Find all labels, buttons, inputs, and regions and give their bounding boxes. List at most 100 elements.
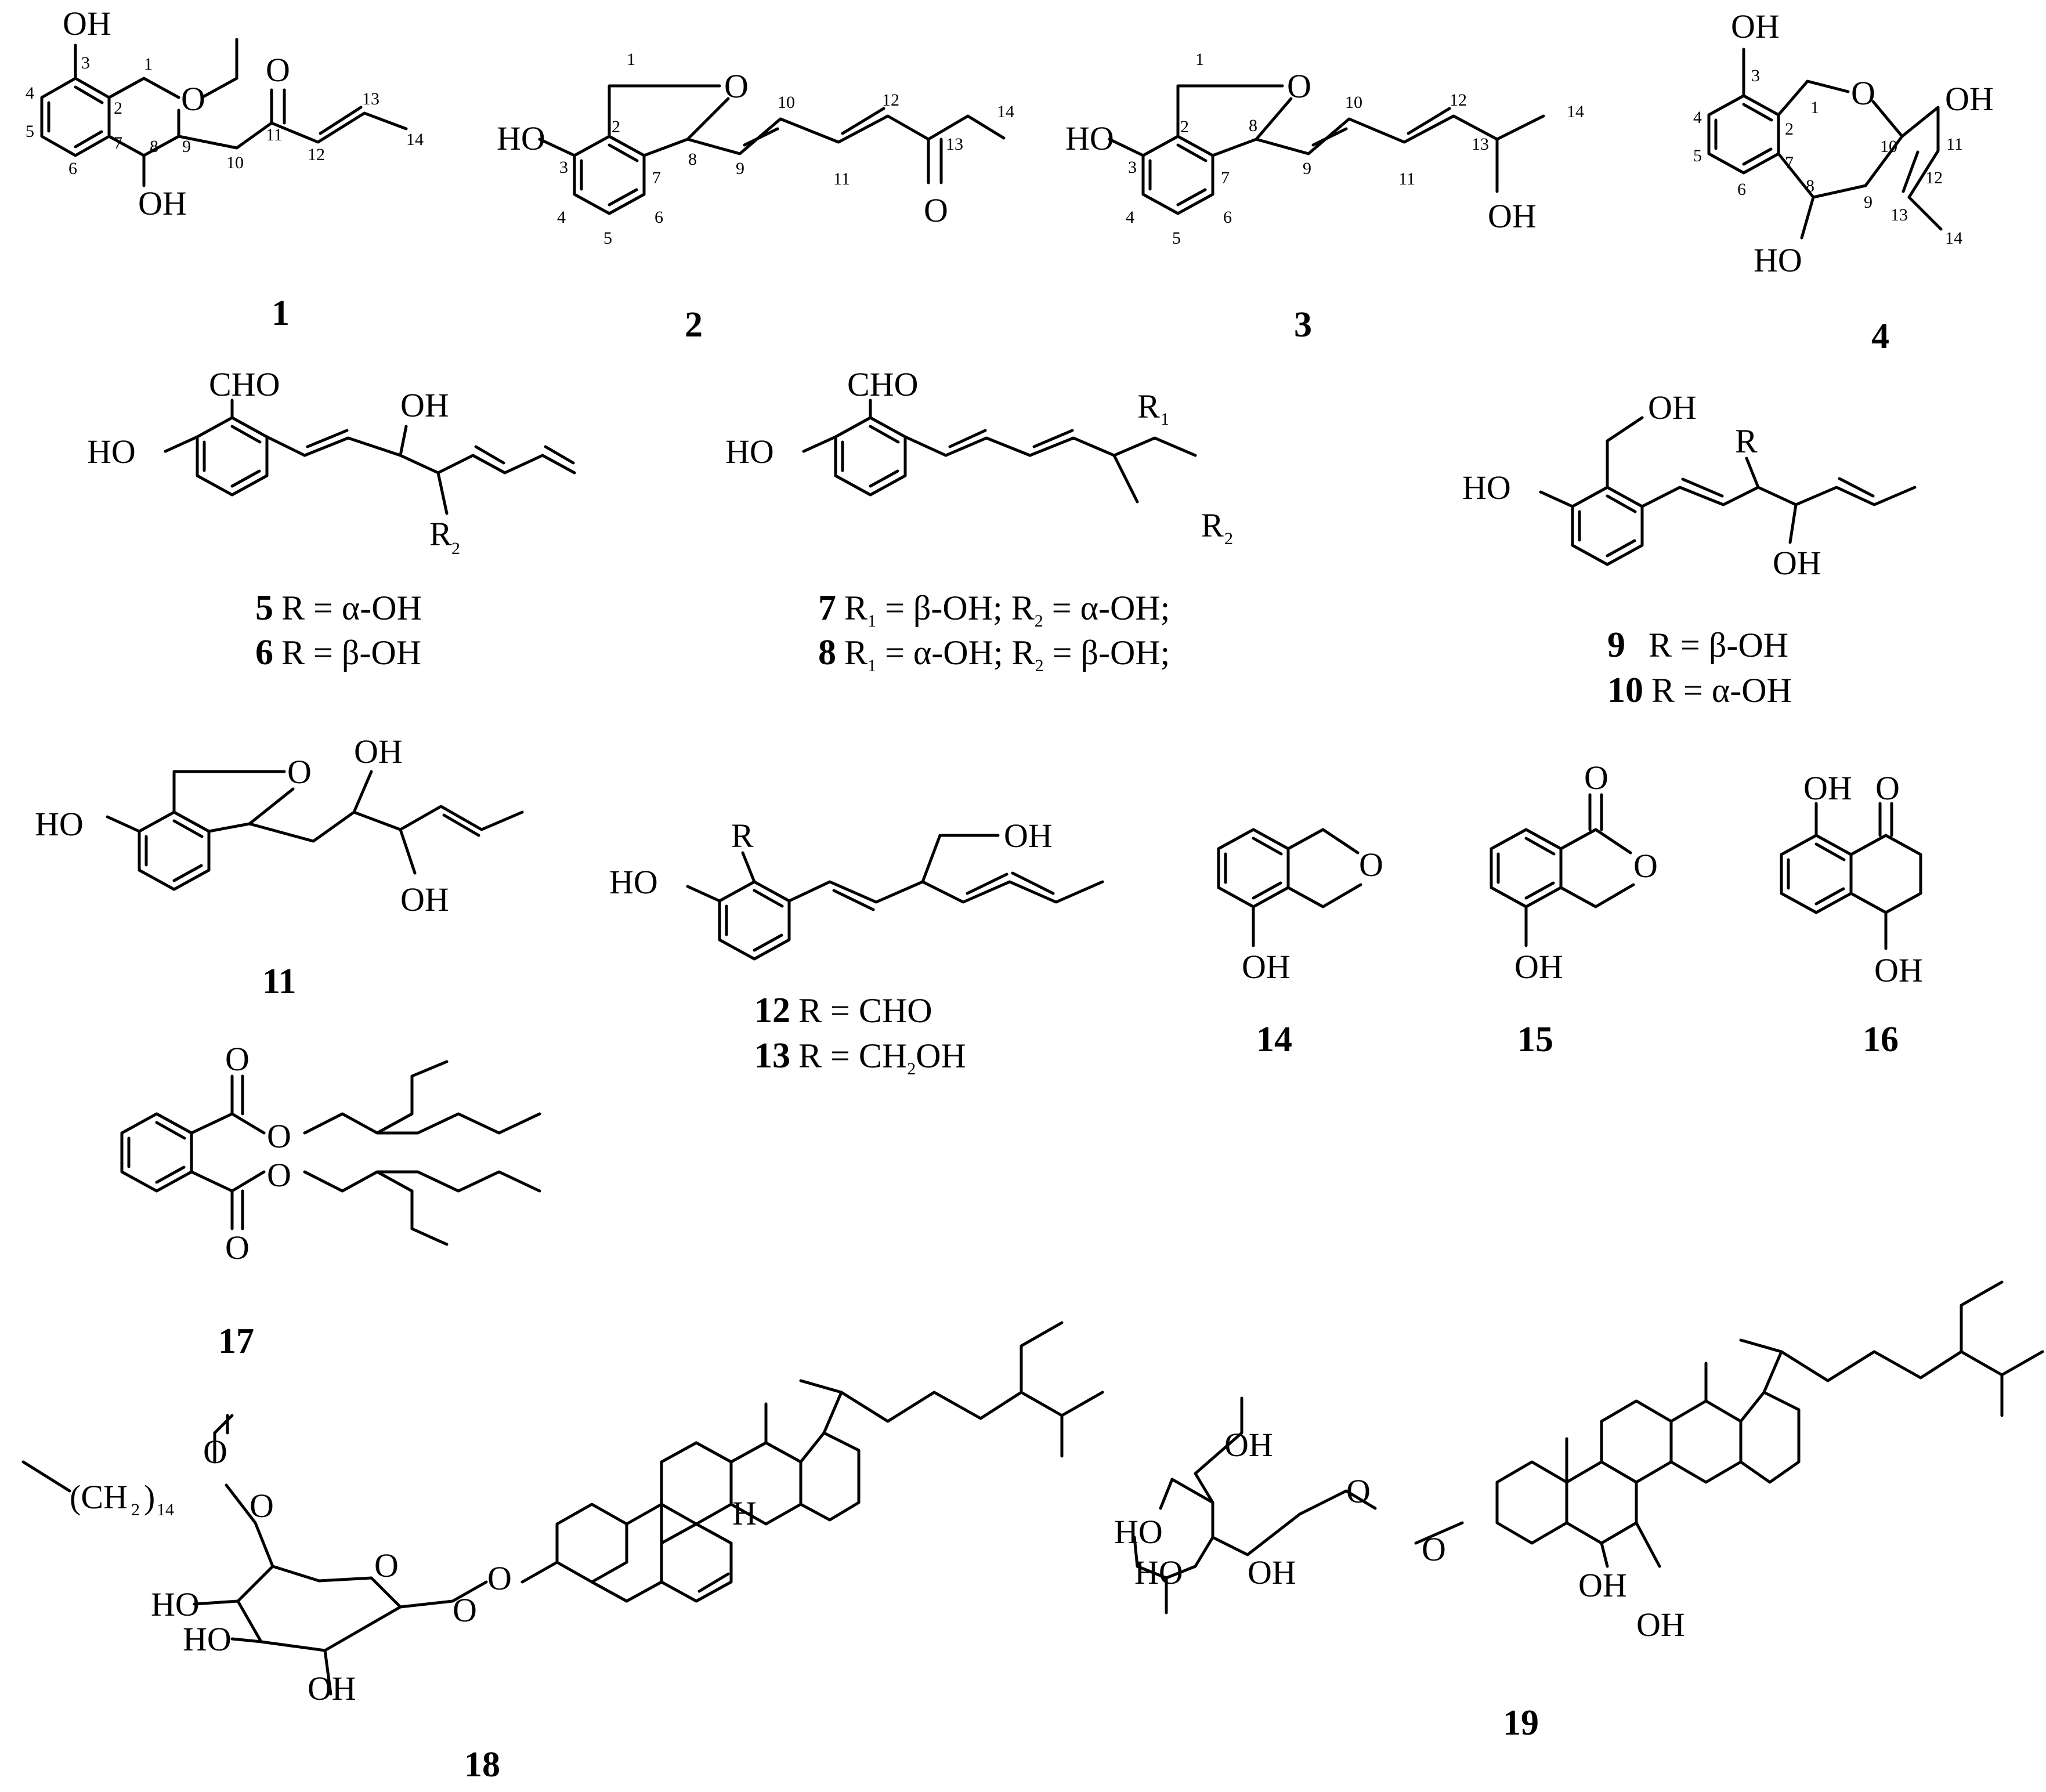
locant: 13	[1472, 135, 1489, 154]
atom-label: OH	[138, 184, 187, 222]
compound-14: O OH 14	[1217, 828, 1383, 1059]
locant: 2	[114, 99, 122, 118]
atom-label: O	[267, 1156, 291, 1194]
compound-number: 14	[1256, 1020, 1292, 1059]
caption-text: R = CHO	[798, 991, 932, 1030]
locant: 2	[1785, 120, 1794, 139]
atom-label: O	[453, 1591, 477, 1629]
atom-label: (CH	[70, 1478, 128, 1516]
locant: 14	[1945, 229, 1962, 248]
locant: 1	[1810, 98, 1819, 117]
compound-number: 2	[685, 305, 703, 345]
locant: 4	[26, 84, 34, 103]
compound-2: O HO O 1 2 3 4 5 6 7 8 9 10 11 12 13 14 …	[497, 50, 1014, 345]
compound-3: O HO OH 1 2 3 4 5 6 7 8 9 10 11 12 13 14…	[1065, 50, 1584, 345]
locant: 1	[144, 55, 153, 74]
compound-number: 10	[1607, 671, 1643, 710]
atom-label: OH	[1224, 1426, 1273, 1464]
atom-label: HO	[35, 805, 84, 843]
atom-label: HO	[725, 433, 774, 470]
locant: 3	[559, 158, 568, 177]
atom-label: OH	[1578, 1566, 1627, 1604]
atom-label: 2	[131, 1500, 140, 1519]
atom-label: O	[1875, 769, 1900, 807]
locant: 11	[1946, 135, 1963, 154]
atom-label: OH	[1248, 1554, 1296, 1591]
locant: 10	[226, 153, 244, 172]
atom-label: HO	[609, 863, 658, 901]
atom-label: OH	[1004, 817, 1053, 855]
atom-label: O	[1633, 847, 1658, 885]
locant: 6	[68, 159, 77, 178]
atom-label: O	[1851, 74, 1875, 112]
atom-label: HO	[151, 1585, 200, 1623]
locant: 1	[627, 50, 635, 69]
atom-label: OH	[1874, 951, 1923, 989]
compound-18: O (CH 2 ) 14 O O HO HO OH O O H 18	[21, 1321, 1104, 1784]
atom-label: OH	[1242, 948, 1291, 986]
locant: 4	[1126, 208, 1134, 227]
locant: 8	[1806, 176, 1814, 196]
atom-label: O	[1359, 846, 1383, 884]
locant: 6	[655, 208, 663, 227]
compound-number: 5	[255, 588, 273, 628]
locant: 7	[1221, 168, 1230, 187]
compound-number: 17	[218, 1322, 254, 1361]
atom-label: O	[487, 1559, 512, 1597]
atom-label: 2	[1224, 529, 1233, 548]
locant: 4	[557, 208, 566, 227]
compound-11: O HO OH OH 11	[35, 733, 524, 1001]
atom-label: HO	[1754, 241, 1802, 279]
atom-label: CHO	[209, 365, 280, 403]
compound-number: 16	[1863, 1020, 1899, 1059]
atom-label: OH	[354, 733, 403, 770]
atom-label: O	[924, 191, 948, 229]
atom-label: 2	[451, 539, 460, 558]
atom-label: OH	[400, 386, 449, 424]
atom-label: O	[374, 1547, 399, 1584]
locant: 11	[833, 169, 850, 189]
atom-label: HO	[497, 120, 545, 157]
compound-17: O O O O 17	[120, 1040, 541, 1361]
compound-number: 12	[754, 991, 790, 1030]
atom-label: CHO	[847, 365, 918, 403]
atom-label: OH	[1488, 197, 1537, 235]
caption-text: R = α-OH	[1651, 671, 1792, 709]
atom-label: O	[724, 67, 749, 105]
atom-label: OH	[400, 881, 449, 918]
compound-number: 9	[1607, 625, 1625, 665]
locant: 14	[997, 102, 1014, 121]
atom-label: O	[250, 1487, 274, 1525]
locant: 5	[603, 229, 612, 248]
atom-label: OH	[1731, 8, 1780, 45]
atom-label: OH	[1803, 769, 1852, 807]
atom-label: HO	[1065, 120, 1114, 157]
atom-label: OH	[1773, 544, 1821, 582]
atom-label: O	[266, 51, 290, 89]
atom-label: O	[203, 1433, 227, 1471]
atom-label: HO	[183, 1620, 232, 1658]
locant: 7	[114, 133, 122, 153]
locant: 3	[1128, 158, 1137, 177]
atom-label: HO	[1114, 1513, 1163, 1551]
atom-label: HO	[1134, 1554, 1183, 1591]
atom-label: R	[1201, 506, 1224, 544]
compound-number: 4	[1871, 317, 1889, 356]
atom-label: OH	[1514, 948, 1563, 986]
compound-number: 3	[1294, 305, 1312, 345]
locant: 5	[1693, 146, 1702, 165]
locant: 6	[1737, 180, 1746, 199]
locant: 8	[688, 150, 697, 169]
locant: 10	[778, 93, 795, 112]
locant: 13	[362, 89, 379, 108]
locant: 5	[26, 122, 34, 141]
locant: 9	[1303, 159, 1311, 178]
